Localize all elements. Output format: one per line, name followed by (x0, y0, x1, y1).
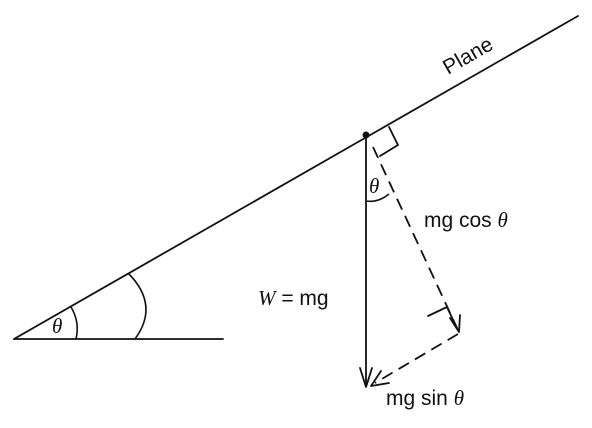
plane-label: Plane (439, 33, 497, 80)
cos-component-text: mg cos (424, 209, 498, 232)
cos-component-label: mg cos θ (424, 208, 508, 232)
weight-label-w: W (258, 286, 278, 310)
weight-label: W = mg (258, 286, 329, 310)
right-angle-marker-top (379, 126, 399, 157)
sin-component-vector (374, 333, 459, 384)
right-angle-marker-bottom (427, 306, 455, 323)
weight-arrowhead (359, 367, 373, 388)
base-angle-arc-outer (127, 272, 147, 340)
weight-label-mg: = mg (276, 287, 329, 310)
sin-component-theta: θ (454, 386, 464, 410)
sin-component-arrowhead (370, 370, 390, 387)
base-theta-label: θ (52, 314, 62, 338)
sin-component-label: mg sin θ (386, 386, 464, 410)
cos-component-vector (372, 146, 459, 331)
base-angle-arc-inner (70, 306, 78, 340)
top-theta-label: θ (369, 174, 379, 198)
top-angle-arc (365, 193, 390, 203)
cos-component-arrowhead (449, 314, 461, 333)
cos-component-theta: θ (498, 208, 508, 232)
plane-line (13, 15, 579, 340)
sin-component-text: mg sin (386, 387, 454, 410)
